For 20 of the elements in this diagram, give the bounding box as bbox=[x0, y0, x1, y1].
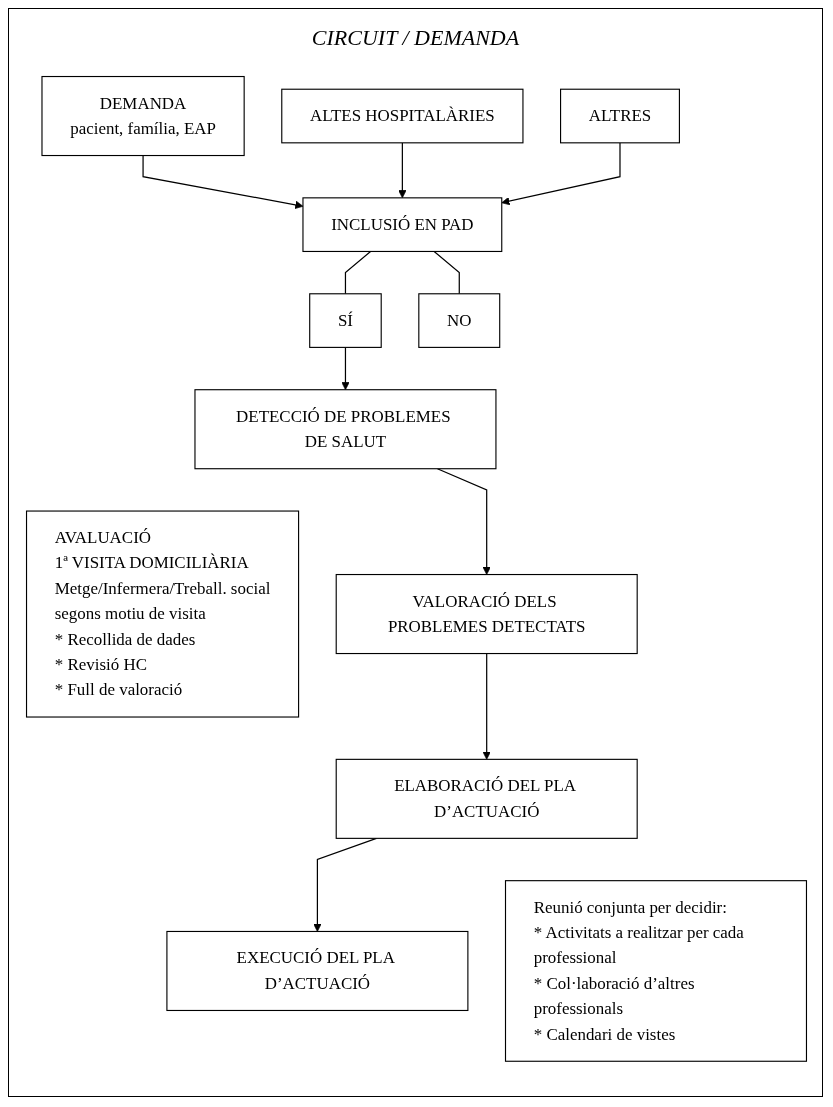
connector bbox=[433, 250, 460, 295]
node-box: VALORACIÓ DELS PROBLEMES DETECTATS bbox=[335, 573, 638, 655]
node-box: Reunió conjunta per decidir: * Activitats a realitzar per cada professional * Col·laboració d’altres professionals * Calendari de vistes bbox=[504, 880, 808, 1062]
arrow bbox=[501, 142, 621, 206]
node-box: DEMANDA pacient, família, EAP bbox=[41, 75, 245, 157]
node-box: ALTES HOSPITALÀRIES bbox=[281, 88, 524, 144]
diagram-title: CIRCUIT / DEMANDA bbox=[311, 25, 520, 51]
node-box: INCLUSIÓ EN PAD bbox=[302, 197, 503, 253]
arrow bbox=[398, 142, 407, 199]
node-box: NO bbox=[418, 293, 501, 348]
connector bbox=[344, 250, 372, 295]
node-box: SÍ bbox=[309, 293, 382, 348]
node-box: EXECUCIÓ DEL PLA D’ACTUACIÓ bbox=[166, 930, 469, 1012]
arrow bbox=[482, 652, 491, 760]
node-box: DETECCIÓ DE PROBLEMES DE SALUT bbox=[194, 389, 497, 470]
node-box: AVALUACIÓ 1ª VISITA DOMICILIÀRIA Metge/Infermera/Treball. social segons motiu de visita * Recollida de dades * Revisió HC * Full de valoració bbox=[25, 510, 300, 718]
node-box: ELABORACIÓ DEL PLA D’ACTUACIÓ bbox=[335, 758, 638, 839]
node-box: ALTRES bbox=[560, 88, 680, 144]
arrow bbox=[436, 468, 491, 575]
arrow bbox=[341, 346, 350, 391]
